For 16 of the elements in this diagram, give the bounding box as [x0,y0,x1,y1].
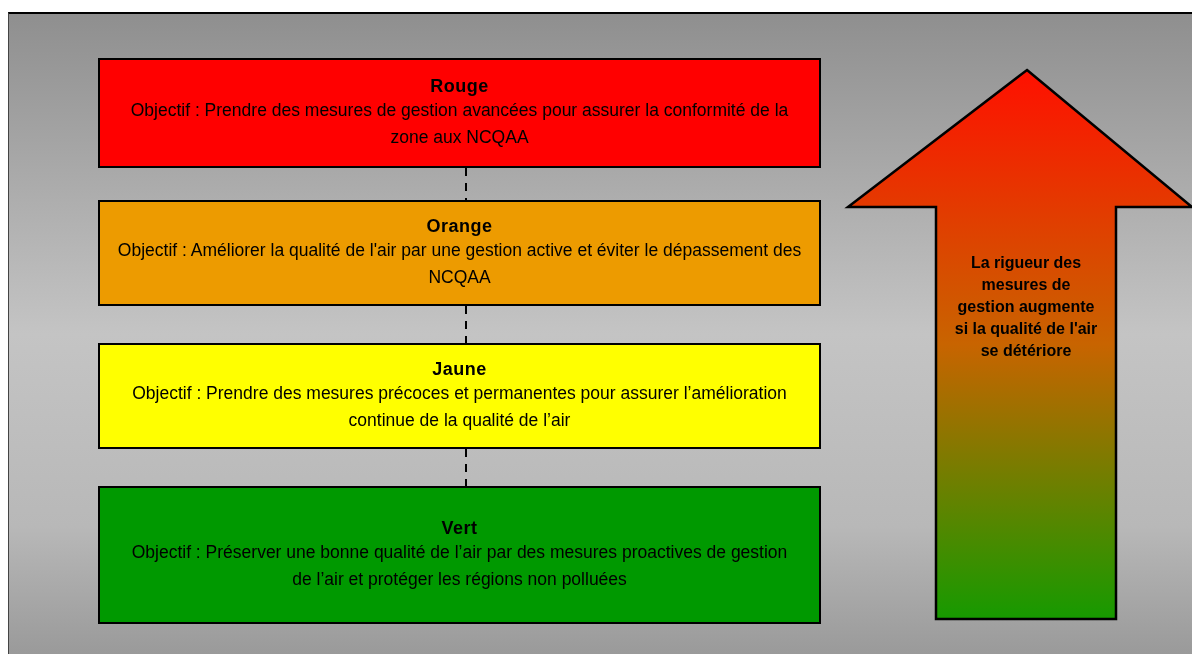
level-box [98,200,821,306]
dashed-connector [465,167,467,201]
level-title: Rouge [430,75,489,97]
objective-text: Objectif : Prendre des mesures de gestion avancées pour assurer la conformité de la zone aux NCQAA [129,99,790,149]
objective-text: Objectif : Prendre des mesures précoces et permanentes pour assurer l’amélioration continue de la qualité de l’air [131,382,788,432]
level-title: Vert [441,517,478,539]
level-box [98,486,821,624]
level-box [98,58,821,168]
level-title: Jaune [432,358,487,380]
arrow-text: La rigueur des mesures de gestion augmente si la qualité de l'air se détériore [954,253,1098,361]
dashed-connector [465,448,467,487]
level-title: Orange [426,215,493,237]
objective-text: Objectif : Améliorer la qualité de l'air par une gestion active et éviter le dépassement des NCQAA [116,239,803,289]
level-box [98,343,821,449]
objective-text: Objectif : Préserver une bonne qualité de l’air par des mesures proactives de gestion de l’air et protéger les régions non polluées [130,541,789,591]
dashed-connector [465,305,467,344]
